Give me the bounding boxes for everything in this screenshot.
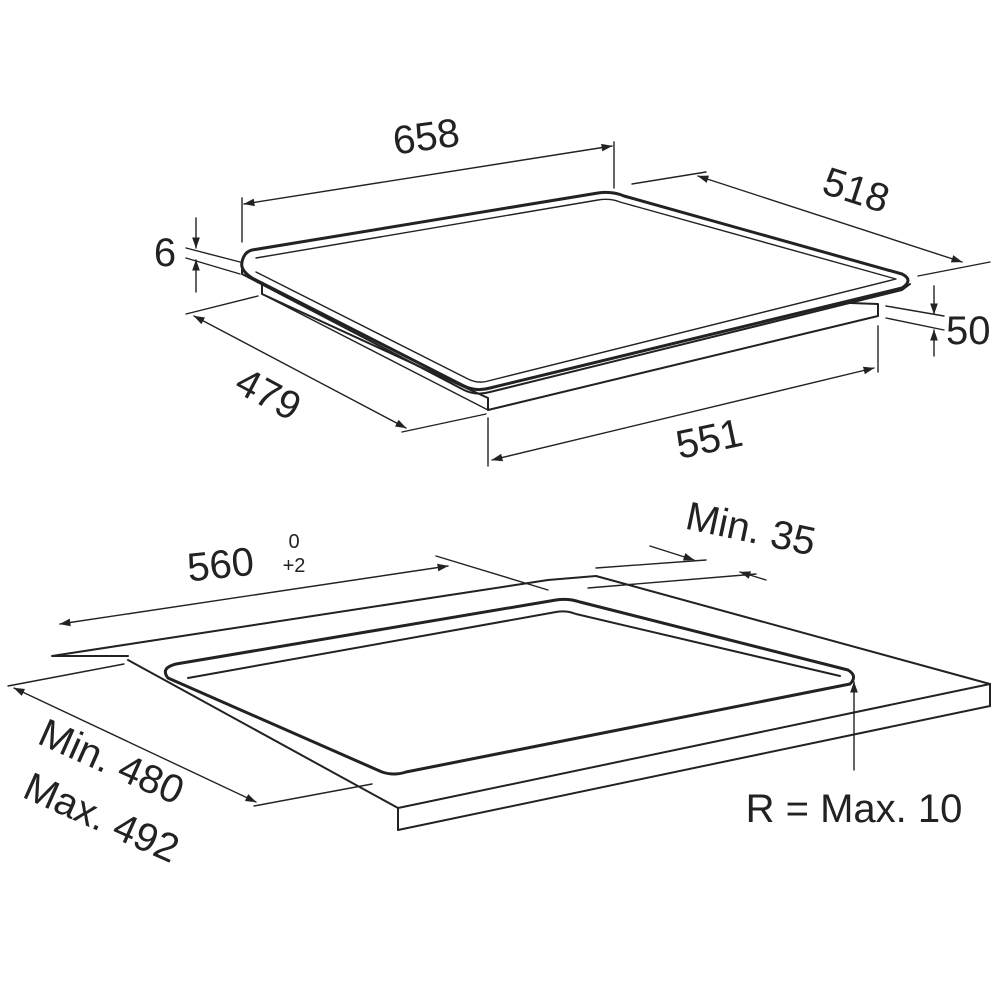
dim-cutout-width: 560 0 +2 xyxy=(59,531,549,627)
cutout-hole xyxy=(163,597,855,776)
label-518: 518 xyxy=(817,159,894,221)
dim-hob-width: 658 xyxy=(241,111,615,243)
label-658: 658 xyxy=(390,111,462,164)
label-radius: R = Max. 10 xyxy=(746,787,963,831)
hob-drawing: 658 518 6 479 xyxy=(154,111,991,468)
label-560: 560 xyxy=(185,540,256,591)
hob-glass-top xyxy=(240,190,911,395)
label-50: 50 xyxy=(946,309,991,353)
dim-glass-thickness: 6 xyxy=(154,217,241,293)
dim-corner-radius: R = Max. 10 xyxy=(746,681,963,831)
label-tolerance-lower: +2 xyxy=(283,555,306,577)
dim-min-edge: Min. 35 xyxy=(587,494,819,589)
label-tolerance-upper: 0 xyxy=(288,531,299,553)
worktop-drawing: 560 0 +2 Min. 35 Min. 480 Max. 492 R = M… xyxy=(7,494,991,872)
label-min-35: Min. 35 xyxy=(682,494,819,564)
label-6: 6 xyxy=(154,231,176,275)
dim-body-height: 50 xyxy=(885,285,991,357)
label-551: 551 xyxy=(672,411,746,468)
